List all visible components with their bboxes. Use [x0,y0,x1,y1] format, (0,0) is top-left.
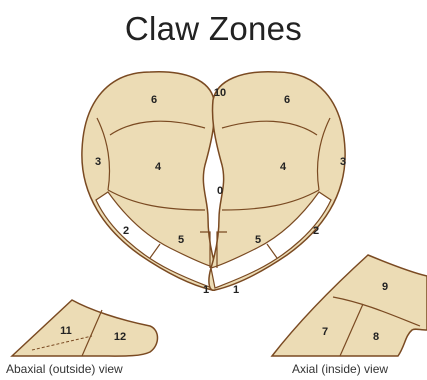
zone-1-right: 1 [233,284,239,296]
zone-6-right: 6 [284,94,290,106]
abaxial-view [12,300,158,356]
zone-1-left: 1 [203,284,209,296]
abaxial-outline [12,300,158,356]
axial-caption: Axial (inside) view [292,362,388,376]
zone-7: 7 [322,326,328,338]
zone-11: 11 [60,325,72,337]
right-claw [209,72,345,291]
zone-4-right: 4 [280,161,287,173]
zone-2-left: 2 [123,225,129,237]
zone-3-left: 3 [95,156,101,168]
zone-3-right: 3 [340,156,346,168]
axial-view [272,255,427,356]
zone-8: 8 [373,331,379,343]
zone-12: 12 [114,331,126,343]
zone-5-left: 5 [178,234,184,246]
zone-4-left: 4 [155,161,162,173]
zone-10: 10 [214,87,226,99]
zone-5-right: 5 [255,234,261,246]
zone-6-left: 6 [151,94,157,106]
abaxial-caption: Abaxial (outside) view [6,362,123,376]
zone-2-right: 2 [313,225,319,237]
axial-outline [272,255,427,356]
zone-0: 0 [217,185,223,197]
zone-9: 9 [382,281,388,293]
